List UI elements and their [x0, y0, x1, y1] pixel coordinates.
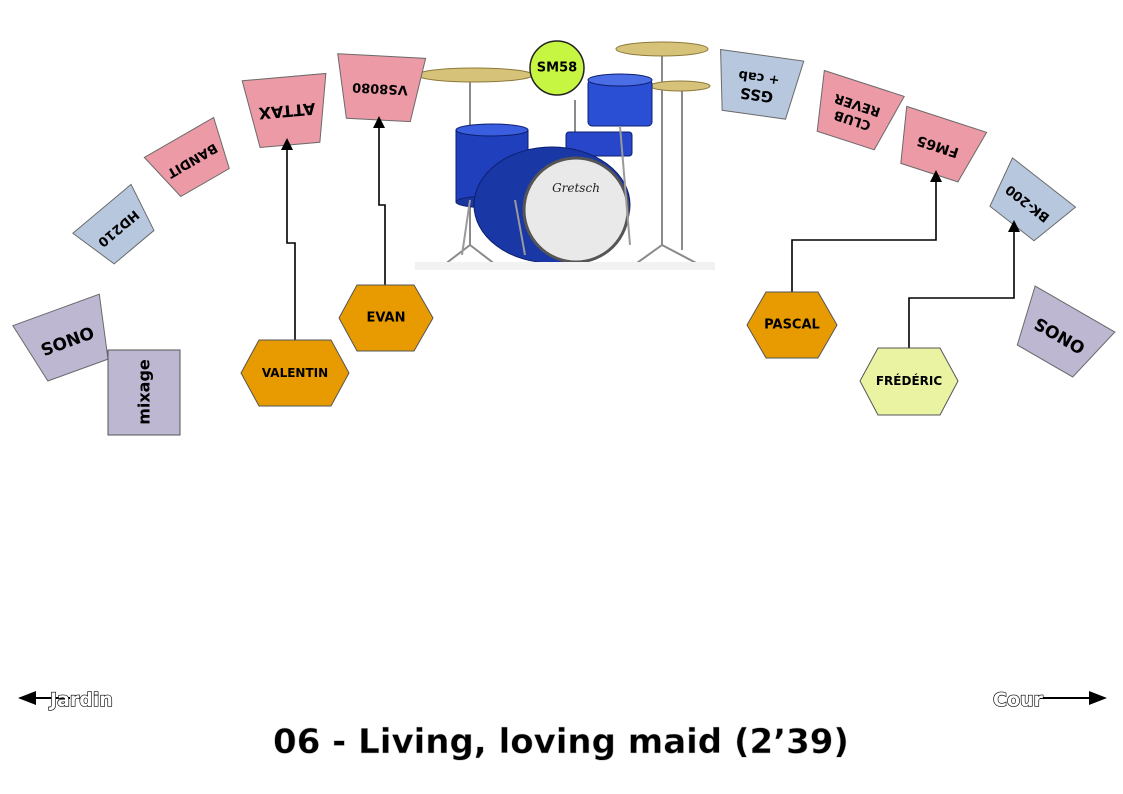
- cab-label: + cab: [738, 67, 781, 88]
- pascal-label: PASCAL: [764, 318, 820, 333]
- musician-evan: EVAN: [338, 284, 434, 352]
- mixage-desk: mixage: [107, 349, 181, 436]
- hd210-amp: HD210: [72, 183, 155, 265]
- valentin-label: VALENTIN: [262, 366, 328, 380]
- fm65-amp: FM65: [900, 105, 988, 183]
- gss-label: GSS: [739, 84, 774, 106]
- wire-frederic-bk200: [908, 220, 1020, 348]
- bandit-amp: BANDIT: [143, 116, 230, 198]
- wire-valentin-attax: [281, 138, 296, 340]
- attax-label: ATTAX: [257, 99, 316, 123]
- jardin-label: Jardin: [48, 689, 113, 711]
- sm58-label: SM58: [537, 61, 577, 76]
- onos-right-amp: ONOS: [1016, 285, 1116, 378]
- musician-pascal: PASCAL: [746, 291, 838, 359]
- mixage-label: mixage: [135, 359, 154, 425]
- attax-amp: ATTAX: [241, 72, 327, 149]
- onos-left-amp: ONOS: [12, 293, 109, 382]
- bk200-amp: BK-200: [989, 157, 1077, 242]
- frederic-label: FRÉDÉRIC: [876, 373, 942, 388]
- cour-label: Cour: [993, 689, 1044, 711]
- evan-label: EVAN: [367, 311, 406, 326]
- song-title: 06 - Living, loving maid (2’39): [273, 722, 849, 762]
- musician-valentin: VALENTIN: [240, 339, 350, 407]
- vs8080-amp: VS8080: [337, 53, 427, 123]
- wire-evan-vs8080: [373, 116, 386, 285]
- cour-marker: Cour: [992, 688, 1107, 712]
- arrow-right-icon: [1089, 691, 1107, 705]
- gss-amp: GSS + cab: [720, 48, 805, 120]
- jardin-marker: Jardin: [18, 688, 114, 712]
- sm58-mic: SM58: [529, 40, 585, 96]
- vs8080-label: VS8080: [352, 79, 408, 97]
- arrow-left-icon: [18, 691, 36, 705]
- svg-text:Gretsch: Gretsch: [552, 181, 600, 195]
- wire-pascal-fm65: [791, 170, 942, 292]
- drum-kit-icon: Gretsch: [415, 41, 715, 270]
- club-rever-amp: CLUB REVER: [816, 69, 905, 151]
- musician-frederic: FRÉDÉRIC: [859, 347, 959, 416]
